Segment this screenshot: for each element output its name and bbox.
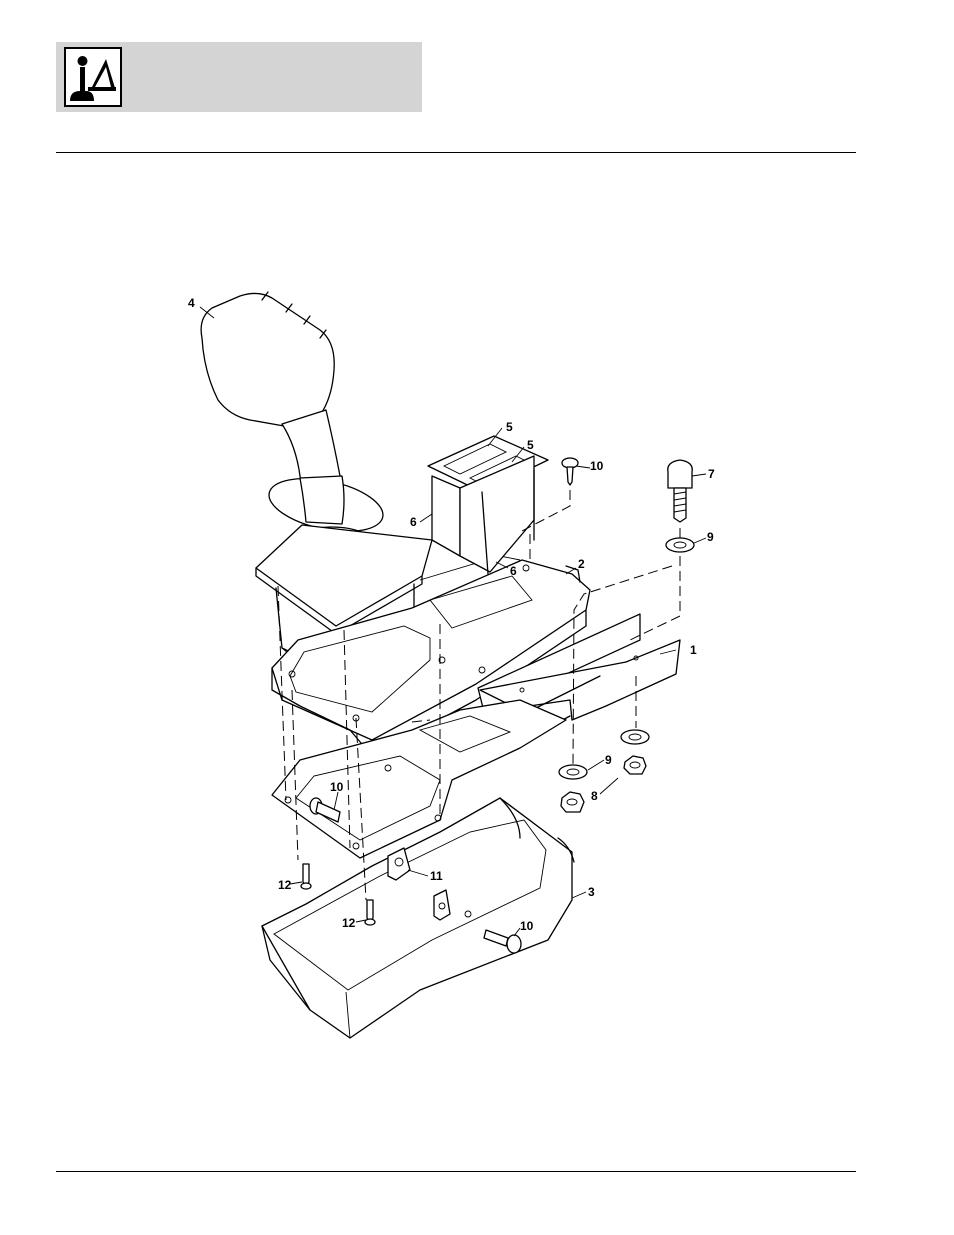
callout-5a: 5 (506, 420, 513, 434)
callout-5b: 5 (527, 438, 534, 452)
callout-12a: 12 (278, 878, 292, 892)
callout-10b: 10 (330, 780, 344, 794)
callout-3: 3 (588, 885, 595, 899)
joystick-grip (201, 292, 388, 563)
callout-12b: 12 (342, 916, 356, 930)
callout-8: 8 (591, 789, 598, 803)
bottom-tray (262, 798, 574, 1038)
callout-9a: 9 (707, 530, 714, 544)
callout-2: 2 (578, 557, 585, 571)
callout-7: 7 (708, 467, 715, 481)
callout-4: 4 (188, 296, 195, 310)
callout-11: 11 (430, 869, 443, 883)
callout-6b: 6 (510, 564, 517, 578)
callout-10a: 10 (590, 459, 604, 473)
callout-6a: 6 (410, 515, 417, 529)
callout-10c: 10 (520, 919, 534, 933)
callout-9b: 9 (605, 753, 612, 767)
callout-1: 1 (690, 643, 697, 657)
